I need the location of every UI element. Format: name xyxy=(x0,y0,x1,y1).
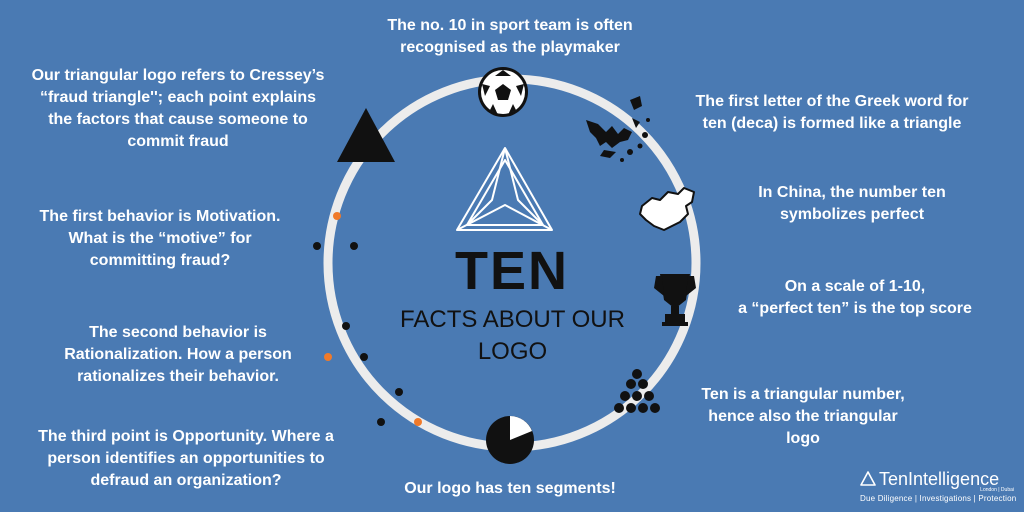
fact-playmaker: The no. 10 in sport team is often recogn… xyxy=(387,17,633,56)
ball-pyramid-icon xyxy=(614,369,660,413)
fact-opportunity: The third point is Opportunity. Where a … xyxy=(38,428,334,489)
map-china-icon xyxy=(639,187,695,231)
fact-triangular: Ten is a triangular number, hence also t… xyxy=(701,386,905,447)
brand-tagline: Due Diligence | Investigations | Protect… xyxy=(860,494,1017,503)
logo-triangle-icon xyxy=(456,147,553,231)
brand-name: TenIntelligence xyxy=(879,469,1000,489)
fact-segments: Our logo has ten segments! xyxy=(404,480,616,497)
brand-triangle-icon xyxy=(860,471,876,486)
scatter-dots xyxy=(313,212,422,426)
fact-greek: The first letter of the Greek word for t… xyxy=(695,93,969,132)
trophy-icon xyxy=(654,274,696,326)
fact-rationalization: The second behavior is Rationalization. … xyxy=(64,324,292,385)
brand-city: London | Dubai xyxy=(980,487,1014,493)
fact-motivation: The first behavior is Motivation. What i… xyxy=(39,208,281,269)
fact-china: In China, the number ten symbolizes perf… xyxy=(758,184,946,223)
solid-triangle-icon xyxy=(337,108,395,162)
page-subtitle: FACTS ABOUT OUR LOGO xyxy=(400,306,625,365)
map-greece-icon xyxy=(586,96,650,162)
soccer-ball-icon xyxy=(478,67,528,117)
segment-pie-icon xyxy=(486,416,534,464)
page-title: TEN xyxy=(455,241,569,301)
fact-fraud-triangle: Our triangular logo refers to Cressey’s … xyxy=(31,67,325,150)
fact-scale: On a scale of 1-10, a “perfect ten” is t… xyxy=(738,278,972,317)
brand-logo: TenIntelligence London | Dubai Due Dilig… xyxy=(860,468,1020,503)
